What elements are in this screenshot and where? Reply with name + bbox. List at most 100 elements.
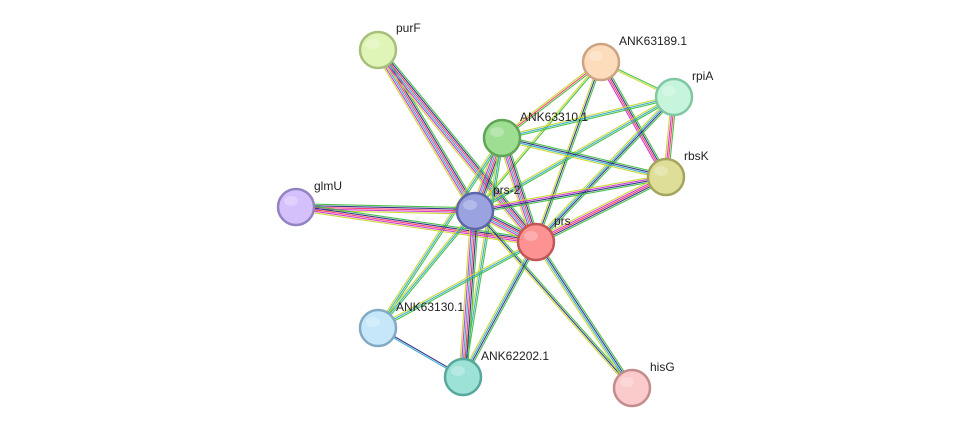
edge-line-channel-1 [464, 242, 539, 379]
edge-ANK63189.1-rbsK[interactable] [598, 60, 669, 179]
edge-line-channel-2 [502, 136, 667, 177]
node-label: rbsK [684, 149, 709, 163]
edge-line-channel-1 [475, 62, 603, 212]
edge-rpiA-prs[interactable] [533, 94, 677, 245]
edge-line-channel-1 [378, 242, 538, 330]
edge-line-channel-3 [378, 49, 538, 242]
edge-line-channel-6 [474, 174, 666, 210]
node-ANK63130.1[interactable]: ANK63130.1 [358, 300, 464, 348]
edge-prs-2-ANK62202.1[interactable] [458, 210, 480, 378]
edge-line-channel-4 [377, 137, 503, 329]
node-circle[interactable] [646, 157, 686, 197]
node-circle[interactable] [654, 77, 694, 117]
edge-line-channel-2 [535, 61, 602, 243]
node-circle[interactable] [455, 191, 495, 231]
edge-ANK63310.1-rbsK[interactable] [501, 135, 667, 180]
edge-prs-ANK62202.1[interactable] [460, 240, 539, 379]
edge-line-channel-3 [295, 206, 537, 243]
edge-line-channel-5 [375, 51, 535, 244]
node-circle[interactable] [612, 368, 652, 408]
edge-line-channel-1 [380, 47, 540, 240]
node-circle[interactable] [443, 357, 483, 397]
edge-purF-prs[interactable] [374, 47, 540, 245]
edge-line-channel-6 [376, 136, 502, 328]
edge-line-channel-1 [502, 98, 675, 141]
node-circle[interactable] [482, 118, 522, 158]
node-purF[interactable]: purF [358, 21, 421, 70]
edge-line-channel-6 [458, 210, 472, 377]
edge-line-channel-1 [466, 211, 480, 378]
node-highlight [620, 377, 634, 387]
edge-line-channel-2 [475, 177, 667, 213]
node-circle[interactable] [516, 222, 556, 262]
node-prs[interactable]: prs [516, 214, 571, 262]
edge-purF-prs-2[interactable] [374, 47, 479, 214]
node-glmU[interactable]: glmU [276, 179, 342, 227]
node-rpiA[interactable]: rpiA [654, 69, 713, 117]
edge-line-channel-6 [376, 209, 475, 328]
edge-prs-hisG[interactable] [533, 240, 635, 390]
edge-line-channel-4 [377, 210, 476, 329]
edge-line-channel-1 [537, 98, 677, 245]
edge-line-channel-4 [461, 241, 536, 377]
edge-ANK63310.1-ANK63130.1[interactable] [376, 136, 504, 330]
node-label: ANK63189.1 [619, 34, 687, 48]
edge-ANK63189.1-ANK63310.1[interactable] [500, 60, 603, 140]
node-highlight [524, 231, 538, 241]
node-circle[interactable] [581, 42, 621, 82]
edge-line-channel-2 [536, 177, 667, 244]
edge-line-channel-6 [374, 52, 534, 245]
edge-line-channel-2 [474, 210, 633, 389]
edge-line-channel-2 [463, 242, 538, 378]
edge-line-channel-1 [378, 211, 477, 330]
edge-line-channel-4 [377, 241, 537, 329]
edge-line-channel-6 [500, 60, 601, 138]
edge-line-channel-6 [534, 173, 665, 240]
edge-line-channel-3 [378, 49, 477, 211]
node-circle[interactable] [358, 30, 398, 70]
node-prs-2[interactable]: prs-2 [455, 183, 521, 231]
node-ANK63189.1[interactable]: ANK63189.1 [581, 34, 687, 82]
edge-line-channel-2 [379, 48, 478, 211]
edge-line-channel-1 [464, 138, 505, 378]
node-ANK63310.1[interactable]: ANK63310.1 [482, 110, 588, 158]
edge-line-channel-1 [536, 62, 604, 243]
node-label: ANK63130.1 [396, 300, 464, 314]
edge-line-channel-5 [535, 175, 666, 242]
node-circle[interactable] [276, 187, 316, 227]
edge-line-channel-1 [475, 97, 676, 213]
node-highlight [490, 127, 504, 137]
node-label: ANK62202.1 [481, 349, 549, 363]
edge-rpiA-ANK63310.1[interactable] [501, 94, 675, 141]
node-highlight [654, 166, 668, 176]
edge-rbsK-prs[interactable] [534, 173, 668, 246]
edge-layer [295, 47, 677, 390]
edge-line-channel-3 [535, 176, 667, 243]
edge-line-channel-6 [374, 51, 473, 214]
edge-prs-2-ANK63130.1[interactable] [376, 209, 477, 330]
node-highlight [463, 200, 477, 210]
edge-line-channel-6 [295, 209, 536, 246]
node-label: prs-2 [493, 183, 521, 197]
node-ANK62202.1[interactable]: ANK62202.1 [443, 349, 549, 397]
edge-line-channel-2 [464, 211, 478, 378]
edge-line-channel-1 [537, 179, 668, 246]
node-label: ANK63310.1 [520, 110, 588, 124]
edge-line-channel-4 [535, 96, 674, 242]
edge-line-channel-6 [533, 94, 673, 241]
edge-prs-ANK63130.1[interactable] [376, 240, 538, 330]
node-circle[interactable] [358, 308, 398, 348]
node-highlight [451, 366, 465, 376]
node-label: prs [554, 214, 571, 228]
node-rbsK[interactable]: rbsK [646, 149, 709, 197]
edge-prs-2-hisG[interactable] [473, 209, 634, 390]
edge-line-channel-2 [536, 97, 675, 243]
node-hisG[interactable]: hisG [612, 360, 675, 408]
edge-line-channel-6 [501, 94, 674, 137]
node-highlight [589, 51, 603, 61]
edge-line-channel-5 [295, 208, 536, 245]
edge-line-channel-4 [376, 50, 475, 212]
edge-line-channel-5 [460, 210, 474, 377]
edge-rbsK-prs-2[interactable] [474, 174, 667, 214]
node-label: purF [396, 21, 421, 35]
